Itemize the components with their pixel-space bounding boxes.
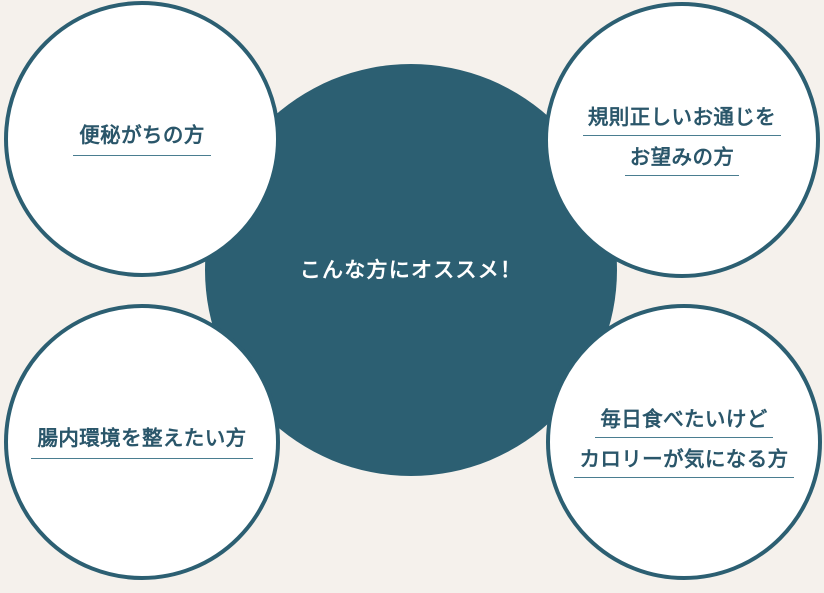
underline-rule (31, 457, 253, 459)
bubble-top-left-line-1-text: 便秘がちの方 (79, 123, 205, 147)
bubble-bottom-right-line-1-text: 毎日食べたいけど (600, 407, 768, 431)
underline-rule (595, 436, 773, 438)
bubble-top-right-line-1: 規則正しいお通じを (582, 105, 782, 136)
bubble-top-right-line-1-text: 規則正しいお通じを (587, 105, 777, 129)
bubble-bottom-right: 毎日食べたいけど カロリーが気になる方 (546, 304, 822, 580)
bubble-top-right-line-2-text: お望みの方 (629, 145, 735, 169)
bubble-bottom-right-line-2: カロリーが気になる方 (574, 447, 794, 478)
underline-rule (73, 154, 211, 156)
bubble-bottom-left-line-1: 腸内環境を整えたい方 (31, 426, 253, 459)
bubble-top-right-line-2: お望みの方 (624, 145, 740, 176)
bubble-top-right-lines: 規則正しいお通じを お望みの方 (548, 105, 816, 176)
bubble-bottom-left: 腸内環境を整えたい方 (4, 304, 280, 580)
bubble-top-left: 便秘がちの方 (4, 1, 280, 277)
underline-rule (582, 134, 782, 136)
underline-rule (574, 476, 794, 478)
center-circle-label: こんな方にオススメ！ (299, 258, 523, 282)
underline-rule (624, 174, 740, 176)
bubble-top-left-line-1: 便秘がちの方 (73, 123, 211, 156)
bubble-top-left-lines: 便秘がちの方 (8, 123, 276, 156)
bubble-bottom-left-line-1-text: 腸内環境を整えたい方 (37, 426, 247, 450)
bubble-bottom-right-line-2-text: カロリーが気になる方 (579, 447, 789, 471)
bubble-bottom-left-lines: 腸内環境を整えたい方 (8, 426, 276, 459)
bubble-bottom-right-lines: 毎日食べたいけど カロリーが気になる方 (550, 407, 818, 478)
bubble-bottom-right-line-1: 毎日食べたいけど (595, 407, 773, 438)
bubble-top-right: 規則正しいお通じを お望みの方 (544, 2, 820, 278)
